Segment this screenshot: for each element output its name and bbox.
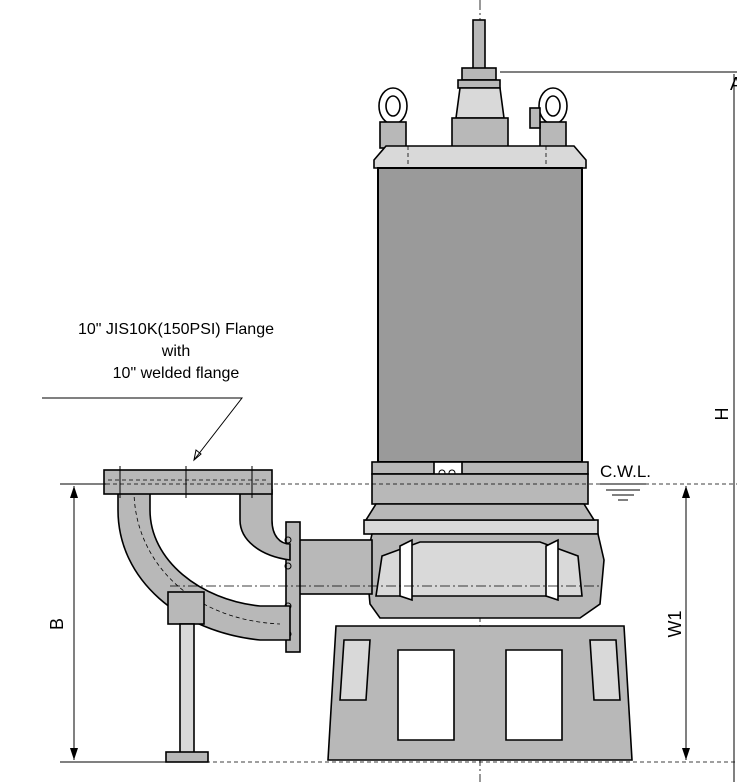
guide-support [167, 591, 205, 625]
dimension-B [60, 483, 166, 763]
flange-note-leader [42, 397, 244, 461]
flange-note-line2: with [161, 343, 190, 360]
dimension-W1 [682, 486, 690, 760]
pump-stand [327, 625, 633, 761]
motor-housing [377, 167, 583, 463]
dimension-W1-label: W1 [665, 611, 685, 638]
dimension-B-label: B [47, 618, 67, 630]
flange-note-line3: 10" welded flange [113, 365, 240, 382]
water-level-label: C.W.L. [600, 462, 651, 481]
lifting-eye-left [378, 87, 408, 149]
guide-pipe [179, 623, 195, 759]
cable-entry [451, 19, 509, 149]
duckfoot-flange [103, 469, 273, 495]
flange-note-line1: 10" JIS10K(150PSI) Flange [78, 321, 274, 338]
bearing-housing [371, 473, 589, 505]
dimension-H-label: H [712, 408, 732, 421]
motor-top-cover [373, 145, 587, 169]
discharge-pipe-horizontal [295, 539, 373, 595]
water-level-marker [600, 483, 646, 501]
lifting-eye-right [529, 87, 568, 149]
motor-flange [371, 461, 589, 475]
pump-casing [364, 503, 596, 521]
